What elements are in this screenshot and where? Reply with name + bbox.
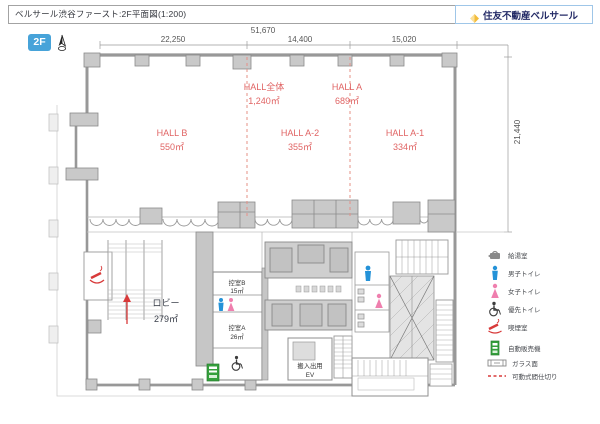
legend-label: 可動式間仕切り xyxy=(512,374,558,381)
escalator-left xyxy=(107,240,163,320)
waiting-a-label: 控室A xyxy=(229,323,247,332)
legend-row-smoking: 喫煙室 xyxy=(487,319,528,335)
stairs-northeast xyxy=(395,239,449,275)
dim-height: 21,440 xyxy=(513,119,522,144)
hall-a1-area: 334㎡ xyxy=(393,142,417,152)
wheelchair-icon xyxy=(231,355,243,371)
lobby-area: 279㎡ xyxy=(154,314,178,324)
service-ev-room xyxy=(287,337,333,381)
legend-row-partition: 可動式間仕切り xyxy=(487,368,558,384)
stairs-south xyxy=(351,357,429,397)
legend-row-male-toilet: 男子トイレ xyxy=(487,265,541,281)
brand-diamond-icon xyxy=(469,10,479,23)
legend-row-vending: 自動販売機 xyxy=(487,340,541,356)
hall-whole-area: 1,240㎡ xyxy=(248,96,280,106)
female-toilet-icon xyxy=(227,298,235,311)
terrace-outline xyxy=(48,105,352,397)
service-ev-label-2: EV xyxy=(306,372,315,379)
lobby-label: ロビー xyxy=(152,298,179,308)
escalator-right xyxy=(389,275,435,361)
dim-seg-3: 15,020 xyxy=(392,35,417,44)
female-icon xyxy=(491,283,499,298)
vending-icon xyxy=(490,340,500,356)
dimension-right xyxy=(457,45,512,233)
hall-whole-label: HALL全体 xyxy=(244,81,285,92)
legend-row-kitchenette: 給湯室 xyxy=(487,247,528,263)
hall-a2-area: 355㎡ xyxy=(288,142,312,152)
hall-a-area: 689㎡ xyxy=(335,96,359,106)
kettle-icon xyxy=(488,250,500,259)
legend-label: 給湯室 xyxy=(508,253,528,260)
vending-machine-icon xyxy=(206,363,220,382)
elevator-bank-north xyxy=(264,241,353,279)
toilet-block xyxy=(354,251,390,333)
legend-row-accessible-toilet: 優先トイレ xyxy=(487,301,541,317)
page-title: ベルサール渋谷ファースト:2F平面図(1:200) xyxy=(15,9,187,19)
smoking-icon xyxy=(89,265,105,284)
escalator-up-arrow xyxy=(123,294,131,324)
waiting-b-area: 15㎡ xyxy=(230,286,244,295)
legend-label: 男子トイレ xyxy=(508,271,541,278)
legend-label: 喫煙室 xyxy=(508,325,528,332)
panel-storage-blocks xyxy=(139,199,456,233)
brand-logo: 住友不動産ベルサール xyxy=(455,5,593,24)
legend-label: 女子トイレ xyxy=(508,289,541,296)
dimension-top xyxy=(99,41,508,49)
dim-seg-2: 14,400 xyxy=(288,35,313,44)
waiting-a-area: 26㎡ xyxy=(230,332,244,341)
columns-bottom xyxy=(85,378,257,391)
wall-blocks xyxy=(65,112,102,334)
legend-label: 自動販売機 xyxy=(508,346,541,353)
columns-top xyxy=(83,52,458,70)
elevator-bank-south xyxy=(264,299,353,331)
hall-b-label: HALL B xyxy=(157,128,188,138)
smoking-icon xyxy=(488,319,502,334)
hall-a-label: HALL A xyxy=(332,82,362,92)
hall-a2-label: HALL A-2 xyxy=(281,128,319,138)
smoking-room xyxy=(83,251,113,301)
urinal-row xyxy=(295,285,342,293)
north-arrow-icon xyxy=(58,34,67,51)
stairs-southeast-small xyxy=(429,363,453,387)
legend-row-female-toilet: 女子トイレ xyxy=(487,283,541,299)
legend-label: 優先トイレ xyxy=(508,307,541,314)
partition-icon xyxy=(488,375,506,377)
dim-overall: 51,670 xyxy=(251,26,276,35)
wheelchair-icon xyxy=(489,301,501,317)
legend-label: ガラス面 xyxy=(512,361,538,368)
hall-b-area: 550㎡ xyxy=(160,142,184,152)
male-icon xyxy=(492,265,498,280)
brand-name: 住友不動産ベルサール xyxy=(482,10,578,22)
dim-seg-1: 22,250 xyxy=(161,35,186,44)
stairs-east xyxy=(435,299,454,363)
female-toilet-icon-2 xyxy=(375,293,383,308)
glass-icon xyxy=(487,359,507,367)
hall-a1-label: HALL A-1 xyxy=(386,128,424,138)
shaft-wall xyxy=(195,231,214,367)
stairs-center xyxy=(333,335,353,379)
header-bar: ベルサール渋谷ファースト:2F平面図(1:200) 住友不動産ベルサール xyxy=(8,5,593,24)
male-toilet-icon xyxy=(218,298,224,311)
male-toilet-icon-2 xyxy=(365,265,371,281)
partition-lines xyxy=(246,57,351,217)
service-ev-label: 搬入出用 xyxy=(297,361,322,370)
legend-row-glass: ガラス面 xyxy=(487,355,538,371)
floor-badge: 2F xyxy=(28,34,51,51)
waiting-b-label: 控室B xyxy=(229,278,246,287)
